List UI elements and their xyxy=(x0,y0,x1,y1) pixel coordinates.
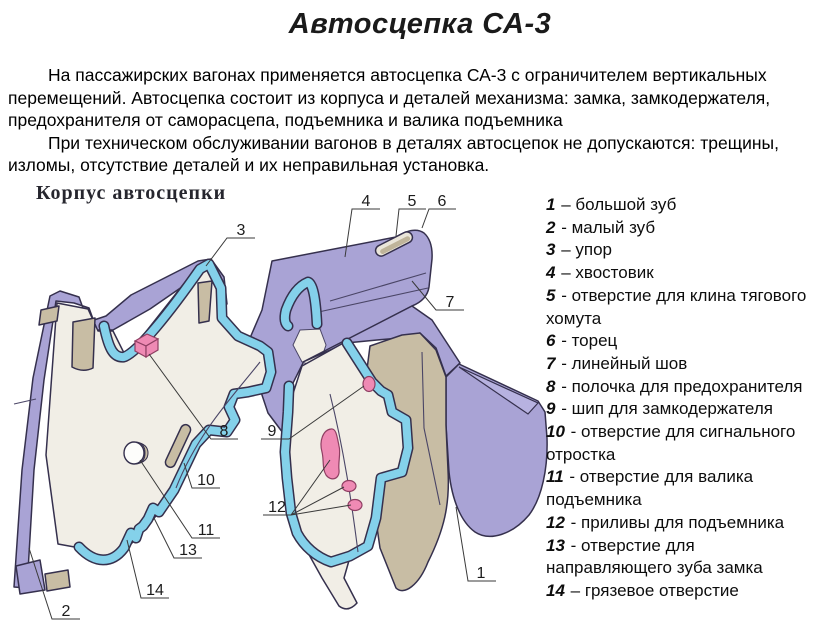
horn-inner-wedge xyxy=(197,280,213,324)
legend-text-10: - отверстие для сигнального отростка xyxy=(546,422,796,464)
head-cut-edge xyxy=(75,260,275,564)
legend-num-3: 3 xyxy=(546,240,556,260)
legend-text-2: - малый зуб xyxy=(556,217,656,237)
callout-label-6: 6 xyxy=(438,193,447,210)
legend-text-5: - отверстие для клина тягового хомута xyxy=(546,285,807,328)
safety-catch-shelf xyxy=(133,333,160,359)
callout-label-11: 11 xyxy=(198,522,215,539)
legend-item-6: 6 - торец xyxy=(546,330,824,353)
head-inner-crease xyxy=(175,361,261,489)
callout-labels: 1 2 3 4 5 6 7 8 9 10 11 12 13 14 xyxy=(62,193,486,620)
callout-label-9: 9 xyxy=(268,423,277,440)
middle-wall-cut-edge xyxy=(281,339,412,566)
legend-text-4: – хвостовик xyxy=(556,263,654,283)
intro-paragraph-1: На пассажирских вагонах применяется авто… xyxy=(8,65,771,130)
legend-num-4: 4 xyxy=(546,263,556,283)
legend-text-3: – упор xyxy=(556,240,612,260)
legend-item-13: 13 - отверстие для направляющего зуба за… xyxy=(546,535,824,580)
signal-arm-slot xyxy=(164,423,192,469)
big-tooth-ridge xyxy=(458,366,539,415)
legend-num-9: 9 xyxy=(546,399,556,419)
rim-slot-opening xyxy=(38,305,60,326)
intro-text: На пассажирских вагонах применяется авто… xyxy=(8,64,834,177)
legend-num-12: 12 xyxy=(546,512,565,532)
legend-num-13: 13 xyxy=(546,535,565,555)
legend-num-1: 1 xyxy=(546,195,556,214)
legend-item-14: 14 – грязевое отверстие xyxy=(546,580,824,603)
legend-text-6: - торец xyxy=(556,331,618,351)
coupler-diagram: 1 2 3 4 5 6 7 8 9 10 11 12 13 14 xyxy=(13,193,548,620)
callout-label-14: 14 xyxy=(146,582,164,599)
legend-text-11: - отверстие для валика подъемника xyxy=(546,467,754,510)
legend-text-12: - приливы для подъемника xyxy=(565,512,785,532)
legend-text-8: - полочка для предохранителя xyxy=(556,376,803,396)
intro-paragraph-2: При техническом обслуживании вагонов в д… xyxy=(8,132,779,176)
callout-label-1: 1 xyxy=(477,565,486,582)
legend-text-9: - шип для замкодержателя xyxy=(556,399,773,419)
lifter-boss-upper xyxy=(341,479,357,493)
callout-label-7: 7 xyxy=(446,294,455,311)
page-title: Автосцепка СА-3 xyxy=(288,8,552,40)
legend-num-6: 6 xyxy=(546,331,556,351)
shank-wedge-slot xyxy=(374,231,414,257)
legend: 1 – большой зуб 2 - малый зуб 3 – упор 4… xyxy=(546,194,824,603)
legend-text-13: - отверстие для направляющего зуба замка xyxy=(546,535,763,578)
legend-num-2: 2 xyxy=(546,217,556,237)
legend-text-7: - линейный шов xyxy=(556,353,688,373)
callout-label-8: 8 xyxy=(220,423,229,440)
legend-num-5: 5 xyxy=(546,285,556,305)
lifter-shaft-hole xyxy=(123,441,149,465)
legend-item-11: 11 - отверстие для валика подъемника xyxy=(546,466,824,511)
legend-item-7: 7 - линейный шов xyxy=(546,353,824,376)
lock-holder-pivot xyxy=(362,375,376,393)
legend-item-4: 4 – хвостовик xyxy=(546,262,824,285)
legend-num-10: 10 xyxy=(546,422,565,442)
shank-seam-lines xyxy=(313,272,429,314)
legend-item-2: 2 - малый зуб xyxy=(546,217,824,240)
middle-wall-crease xyxy=(329,393,359,553)
legend-item-12: 12 - приливы для подъемника xyxy=(546,512,824,535)
callout-label-10: 10 xyxy=(197,472,215,489)
big-tooth-inner-crease xyxy=(421,351,441,506)
legend-text-1: – большой зуб xyxy=(556,195,677,214)
legend-text-14: – грязевое отверстие xyxy=(565,580,739,600)
legend-num-8: 8 xyxy=(546,376,556,396)
rim-shading-line xyxy=(13,398,37,405)
legend-num-14: 14 xyxy=(546,580,565,600)
callout-label-13: 13 xyxy=(179,542,197,559)
legend-item-5: 5 - отверстие для клина тягового хомута xyxy=(546,285,824,330)
small-tooth-foot-purple xyxy=(15,559,46,595)
diagram-caption: Корпус автосцепки xyxy=(36,182,227,204)
callout-label-4: 4 xyxy=(362,193,371,210)
legend-num-11: 11 xyxy=(546,467,564,487)
upper-stop-pillar xyxy=(71,317,96,371)
legend-item-3: 3 – упор xyxy=(546,239,824,262)
legend-num-7: 7 xyxy=(546,353,556,373)
legend-item-8: 8 - полочка для предохранителя xyxy=(546,376,824,399)
callout-label-2: 2 xyxy=(62,603,71,620)
legend-item-1: 1 – большой зуб xyxy=(546,194,824,217)
small-tooth-foot-tan xyxy=(44,569,71,592)
legend-item-9: 9 - шип для замкодержателя xyxy=(546,398,824,421)
legend-item-10: 10 - отверстие для сигнального отростка xyxy=(546,421,824,466)
callout-label-3: 3 xyxy=(237,222,246,239)
callout-label-12: 12 xyxy=(268,499,286,516)
hook-cut-edge xyxy=(280,278,321,330)
callout-lines xyxy=(28,208,496,620)
callout-label-5: 5 xyxy=(408,193,417,210)
